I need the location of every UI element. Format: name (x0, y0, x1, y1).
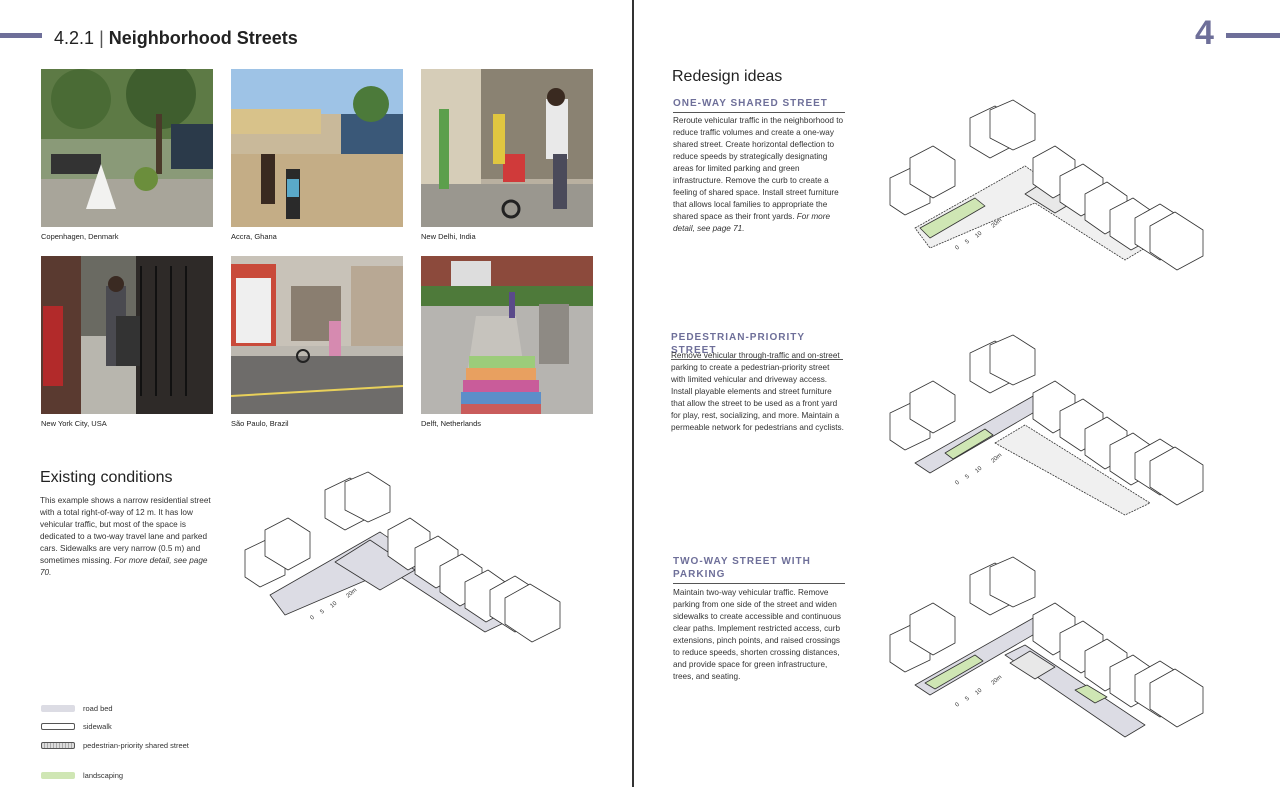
photo-caption: Copenhagen, Denmark (41, 232, 119, 241)
legend-swatch (41, 705, 75, 712)
photo-caption: São Paulo, Brazil (231, 419, 289, 428)
photo-accra (231, 69, 403, 227)
photo-caption: Accra, Ghana (231, 232, 277, 241)
section-title: 4.2.1 | Neighborhood Streets (54, 28, 298, 48)
svg-text:5: 5 (319, 608, 326, 615)
svg-text:10: 10 (974, 687, 983, 696)
photo-caption: New York City, USA (41, 419, 107, 428)
svg-text:20m: 20m (345, 587, 358, 599)
svg-text:0: 0 (954, 479, 961, 486)
svg-text:5: 5 (964, 473, 971, 480)
svg-text:0: 0 (954, 701, 961, 708)
svg-text:5: 5 (964, 695, 971, 702)
svg-text:10: 10 (974, 465, 983, 474)
photo-copenhagen (41, 69, 213, 227)
pedestrian-priority-street-diagram: 0 5 10 20m (885, 333, 1210, 518)
one-way-shared-street-diagram: 0 5 10 20m (885, 98, 1210, 283)
photo-new-delhi (421, 69, 593, 227)
idea-title-two-way: TWO-WAY STREET WITH PARKING (673, 555, 845, 584)
redesign-ideas-heading: Redesign ideas (672, 68, 783, 85)
idea-body-one-way: Reroute vehicular traffic in the neighbo… (673, 116, 844, 233)
idea-title-one-way: ONE-WAY SHARED STREET (673, 97, 845, 113)
left-page-tab (0, 33, 42, 38)
legend-swatch (41, 772, 75, 779)
svg-text:5: 5 (964, 238, 971, 245)
photo-new-york (41, 256, 213, 414)
legend-swatch (41, 723, 75, 730)
existing-conditions-body: This example shows a narrow residential … (40, 496, 211, 577)
photo-sao-paulo (231, 256, 403, 414)
page-spine (632, 0, 634, 787)
two-way-street-parking-diagram: 0 5 10 20m (885, 555, 1210, 740)
svg-text:10: 10 (329, 600, 338, 609)
page-number: 4 (1195, 14, 1214, 52)
svg-text:10: 10 (974, 230, 983, 239)
idea-body-two-way: Maintain two-way vehicular traffic. Remo… (673, 588, 841, 681)
idea-title-pedestrian-priority: PEDESTRIAN-PRIORITY STREET (671, 331, 843, 360)
idea-body-pedestrian-priority: Remove vehicular through-traffic and on-… (671, 351, 844, 432)
existing-conditions-diagram: 0 5 10 20m (240, 470, 570, 655)
right-page-tab (1226, 33, 1280, 38)
svg-text:0: 0 (309, 614, 316, 621)
svg-text:0: 0 (954, 244, 961, 251)
svg-text:20m: 20m (990, 452, 1003, 464)
legend-swatch (41, 742, 75, 749)
photo-delft (421, 256, 593, 414)
existing-conditions-heading: Existing conditions (40, 469, 173, 486)
photo-caption: New Delhi, India (421, 232, 476, 241)
photo-caption: Delft, Netherlands (421, 419, 482, 428)
svg-text:20m: 20m (990, 674, 1003, 686)
